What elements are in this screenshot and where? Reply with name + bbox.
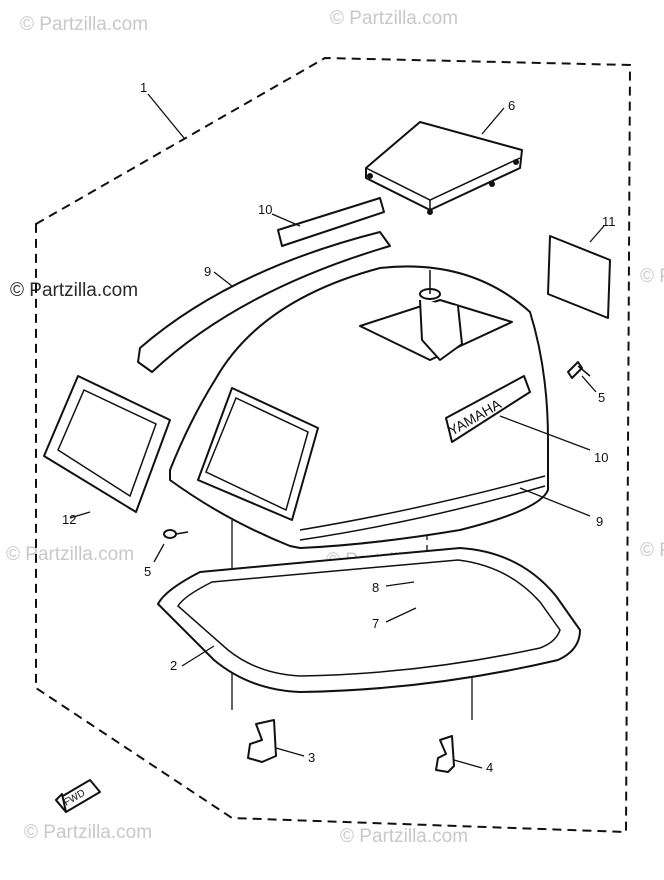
callout-10-top: 10 [258,202,272,217]
callout-9-right: 9 [596,514,603,529]
callout-11: 11 [602,214,616,229]
callout-8: 8 [372,580,379,595]
callout-4: 4 [486,760,493,775]
part-1-top-cowling: YAMAHA [169,265,549,549]
part-5-screw-left [163,529,189,539]
watermark-lower-left: © Partzilla.com [6,544,134,565]
part-4-bracket [435,735,455,773]
fwd-arrow-icon: FWD [55,779,101,813]
part-9-trim-top [137,231,391,373]
part-12-window-frame [43,375,171,513]
assembly-boundary [35,56,632,834]
callout-labels: 1 6 10 9 11 5 10 9 12 5 8 7 2 3 4 [62,80,616,775]
callout-5-left: 5 [144,564,151,579]
watermark-bottom-left: © Partzilla.com [24,822,152,843]
leader-lines [69,93,605,769]
watermark-top-right: © Partzilla.com [330,8,458,29]
callout-12: 12 [62,512,76,527]
watermark-bottom-right: © Partzilla.com [340,826,468,847]
watermark-top-left: © Partzilla.com [20,14,148,35]
callout-9-top: 9 [204,264,211,279]
watermark-mid-left: © Partzilla.com [10,280,138,301]
part-2-seal-ring [157,547,581,693]
callout-1: 1 [140,80,147,95]
part-11-label [547,235,611,319]
part-3-bracket [247,719,277,763]
part-6-top-plate [365,121,523,215]
callout-2: 2 [170,658,177,673]
part-10-decal-top [277,197,385,247]
callout-3: 3 [308,750,315,765]
watermark-mid-right: © Partzilla.com [640,266,664,287]
callout-7: 7 [372,616,379,631]
part-5-screw-right [567,361,591,379]
callout-6: 6 [508,98,515,113]
watermark-lower-right: © Partzilla.com [640,540,664,561]
callout-10-right: 10 [594,450,608,465]
callout-5-right: 5 [598,390,605,405]
